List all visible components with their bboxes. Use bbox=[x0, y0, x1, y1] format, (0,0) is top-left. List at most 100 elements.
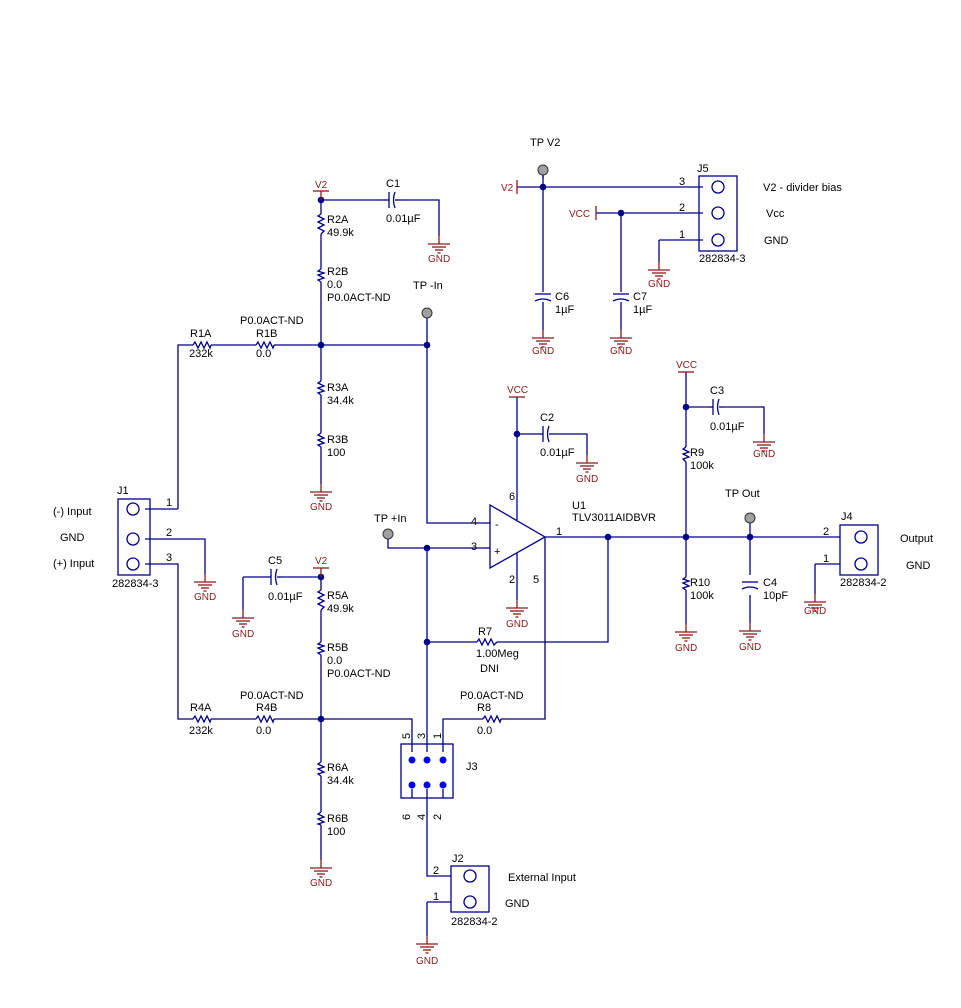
resistor-r5a: R5A 49.9k bbox=[316, 589, 354, 615]
svg-text:External Input: External Input bbox=[508, 872, 576, 884]
resistor-r7: R7 1.00Meg DNI bbox=[476, 626, 519, 675]
svg-text:J5: J5 bbox=[697, 163, 709, 175]
svg-text:R6B: R6B bbox=[327, 813, 348, 825]
svg-text:100k: 100k bbox=[690, 460, 714, 472]
svg-text:100: 100 bbox=[327, 826, 345, 838]
svg-text:GND: GND bbox=[310, 502, 332, 513]
gnd-opamp: GND bbox=[505, 599, 529, 630]
svg-text:TP Out: TP Out bbox=[725, 488, 760, 500]
gnd-j1: GND bbox=[193, 573, 217, 603]
svg-text:3: 3 bbox=[416, 733, 428, 739]
svg-text:34.4k: 34.4k bbox=[327, 775, 354, 787]
svg-text:10pF: 10pF bbox=[763, 590, 788, 602]
svg-text:2: 2 bbox=[166, 527, 172, 539]
svg-text:C2: C2 bbox=[540, 412, 554, 424]
resistor-r10: R10 100k bbox=[681, 576, 714, 602]
connector-j3: J3 5 3 1 6 4 2 bbox=[400, 733, 478, 820]
svg-text:1: 1 bbox=[166, 497, 172, 509]
resistor-r9: R9 100k bbox=[681, 446, 714, 472]
svg-text:C4: C4 bbox=[763, 577, 777, 589]
svg-text:GND: GND bbox=[532, 346, 554, 357]
gnd-c7: GND bbox=[609, 329, 633, 357]
svg-text:2: 2 bbox=[823, 526, 829, 538]
connector-j5: J5 282834-3 V2 - divider bias Vcc GND 3 … bbox=[679, 163, 842, 265]
svg-text:49.9k: 49.9k bbox=[327, 603, 354, 615]
svg-text:6: 6 bbox=[401, 814, 413, 820]
gnd-j4: GND bbox=[803, 593, 827, 617]
svg-text:0.01µF: 0.01µF bbox=[710, 421, 745, 433]
svg-text:C3: C3 bbox=[710, 385, 724, 397]
resistor-r3b: R3B 100 bbox=[316, 432, 348, 459]
svg-text:TP +In: TP +In bbox=[374, 513, 407, 525]
resistor-r6a: R6A 34.4k bbox=[316, 761, 354, 787]
svg-text:4: 4 bbox=[416, 814, 428, 820]
resistor-r1b: P0.0ACT-ND R1B 0.0 bbox=[240, 315, 304, 360]
gnd-r6b: GND bbox=[309, 859, 333, 889]
gnd-r10: GND bbox=[674, 623, 698, 654]
svg-text:R2A: R2A bbox=[327, 214, 349, 226]
capacitor-c4: C4 10pF bbox=[741, 577, 788, 602]
testpoint-v2: TP V2 bbox=[530, 137, 560, 178]
svg-text:R5A: R5A bbox=[327, 590, 349, 602]
svg-text:0.0: 0.0 bbox=[327, 279, 342, 291]
svg-text:C5: C5 bbox=[268, 555, 282, 567]
svg-text:(-) Input: (-) Input bbox=[53, 506, 92, 518]
svg-text:49.9k: 49.9k bbox=[327, 227, 354, 239]
svg-text:R3A: R3A bbox=[327, 382, 349, 394]
svg-text:TLV3011AIDBVR: TLV3011AIDBVR bbox=[572, 512, 656, 524]
svg-text:1µF: 1µF bbox=[555, 304, 574, 316]
svg-text:282834-2: 282834-2 bbox=[451, 916, 498, 928]
svg-text:P0.0ACT-ND: P0.0ACT-ND bbox=[240, 315, 304, 327]
resistor-r3a: R3A 34.4k bbox=[316, 380, 354, 407]
gnd-c1: GND bbox=[427, 235, 451, 265]
resistor-r6b: R6B 100 bbox=[315, 811, 348, 838]
svg-text:100: 100 bbox=[327, 447, 345, 459]
testpoint-in-neg: TP -In bbox=[413, 280, 443, 319]
capacitor-c1: C1 0.01µF bbox=[383, 178, 421, 225]
svg-text:Vcc: Vcc bbox=[766, 208, 785, 220]
svg-text:J1: J1 bbox=[117, 485, 129, 497]
gnd-c5: GND bbox=[231, 609, 255, 640]
svg-text:V2 - divider bias: V2 - divider bias bbox=[763, 182, 842, 194]
svg-text:U1: U1 bbox=[572, 500, 586, 512]
svg-text:100k: 100k bbox=[690, 590, 714, 602]
svg-text:V2: V2 bbox=[501, 183, 514, 194]
svg-text:GND: GND bbox=[310, 878, 332, 889]
svg-text:R4A: R4A bbox=[190, 702, 212, 714]
svg-text:2: 2 bbox=[509, 574, 515, 586]
svg-text:0.0: 0.0 bbox=[327, 655, 342, 667]
svg-text:1µF: 1µF bbox=[633, 304, 652, 316]
svg-text:GND: GND bbox=[610, 346, 632, 357]
svg-text:Output: Output bbox=[900, 533, 933, 545]
resistor-r4b: P0.0ACT-ND R4B 0.0 bbox=[240, 690, 304, 737]
svg-text:-: - bbox=[495, 519, 499, 531]
svg-text:GND: GND bbox=[428, 254, 450, 265]
svg-text:GND: GND bbox=[60, 532, 85, 544]
capacitor-c6: C6 1µF bbox=[534, 291, 574, 316]
svg-text:VCC: VCC bbox=[569, 209, 590, 220]
gnd-j5: GND bbox=[647, 261, 671, 290]
capacitor-c2: C2 0.01µF bbox=[537, 412, 575, 459]
resistor-r1a: R1A 232k bbox=[189, 328, 213, 360]
svg-text:4: 4 bbox=[471, 516, 477, 528]
svg-text:GND: GND bbox=[505, 898, 530, 910]
gnd-j2: GND bbox=[415, 935, 439, 967]
svg-text:TP V2: TP V2 bbox=[530, 137, 560, 149]
svg-text:0.01µF: 0.01µF bbox=[386, 213, 421, 225]
connector-j2: J2 282834-2 External Input GND 2 1 bbox=[433, 853, 576, 928]
svg-text:R6A: R6A bbox=[327, 762, 349, 774]
svg-text:R8: R8 bbox=[477, 702, 491, 714]
svg-text:VCC: VCC bbox=[507, 385, 528, 396]
svg-text:R1A: R1A bbox=[190, 328, 212, 340]
svg-text:P0.0ACT-ND: P0.0ACT-ND bbox=[460, 690, 524, 702]
svg-text:34.4k: 34.4k bbox=[327, 395, 354, 407]
svg-text:GND: GND bbox=[753, 449, 775, 460]
svg-text:P0.0ACT-ND: P0.0ACT-ND bbox=[240, 690, 304, 702]
svg-text:1: 1 bbox=[433, 891, 439, 903]
resistor-r4a: R4A 232k bbox=[189, 702, 213, 737]
svg-text:J3: J3 bbox=[466, 761, 478, 773]
vcc-flag-output: VCC bbox=[676, 360, 697, 373]
svg-text:R3B: R3B bbox=[327, 434, 348, 446]
svg-text:2: 2 bbox=[433, 865, 439, 877]
svg-text:R5B: R5B bbox=[327, 642, 348, 654]
